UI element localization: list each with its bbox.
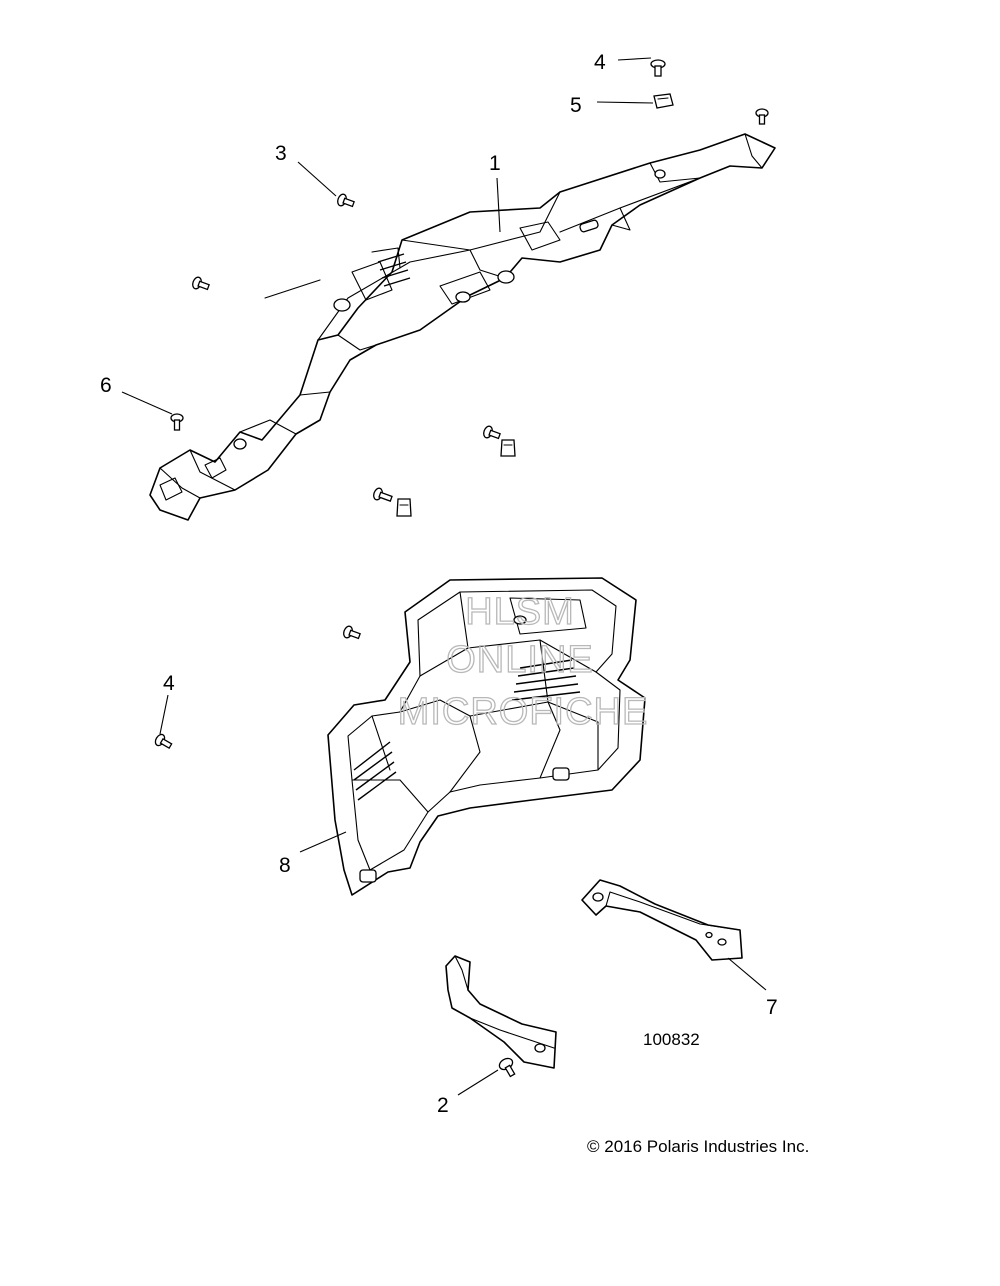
copyright-notice: © 2016 Polaris Industries Inc.	[587, 1137, 809, 1156]
bolt-mid-left	[343, 625, 361, 640]
bolt-left-upper	[192, 276, 210, 291]
clip-lower	[396, 498, 412, 517]
watermark: HLSM ONLINE MICROFICHE	[397, 590, 649, 733]
callout-5: 5	[570, 94, 582, 117]
watermark-line-3: MICROFICHE	[398, 691, 649, 733]
clip-5	[653, 93, 674, 109]
bolt-top-right	[755, 108, 769, 125]
callout-4-top: 4	[594, 51, 606, 74]
leader-lines	[121, 57, 767, 1096]
watermark-line-1: HLSM	[465, 591, 575, 633]
callout-8: 8	[279, 854, 291, 877]
bolt-6	[170, 413, 184, 431]
part-2-bracket	[445, 955, 557, 1069]
watermark-line-2: ONLINE	[446, 639, 593, 681]
bolt-lower	[373, 487, 393, 502]
part-7-bracket	[581, 879, 743, 961]
vent-grille-right	[511, 659, 581, 701]
callout-1: 1	[489, 152, 501, 175]
callout-6: 6	[100, 374, 112, 397]
part-1-rear-fender	[149, 133, 776, 521]
callout-4-left: 4	[163, 672, 175, 695]
bolt-4-top	[650, 59, 666, 77]
bolt-2	[498, 1057, 516, 1078]
part-8-mud-guard	[327, 577, 646, 896]
callout-3: 3	[275, 142, 287, 165]
figure-number: 100832	[643, 1030, 700, 1049]
callout-2: 2	[437, 1094, 449, 1117]
bolt-4-left	[154, 733, 173, 750]
callout-7: 7	[766, 996, 778, 1019]
bolt-center	[483, 425, 501, 440]
clip-center	[500, 439, 516, 457]
bolt-3	[337, 193, 355, 208]
vent-grille-left	[353, 741, 397, 801]
